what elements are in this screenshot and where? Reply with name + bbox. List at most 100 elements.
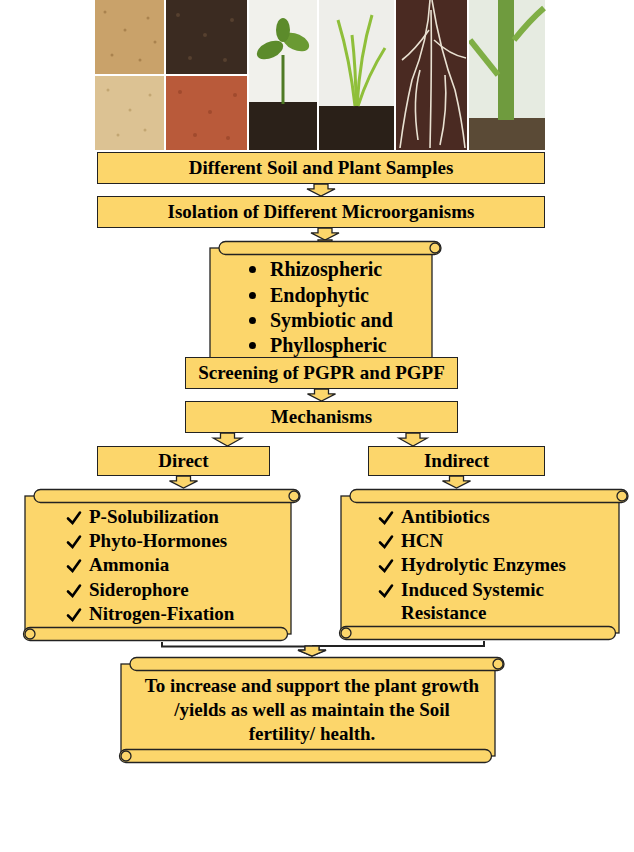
list-text: Symbiotic and (270, 308, 393, 332)
list-item: Nitrogen-Fixation (66, 602, 282, 625)
soil-photo (318, 106, 395, 150)
flow-arrow (298, 641, 484, 656)
list-item: P-Solubilization (66, 505, 282, 528)
check-mark (378, 558, 394, 574)
soil-photo (248, 102, 318, 150)
list-text: Phyllospheric (270, 333, 387, 357)
merge-line (312, 641, 484, 646)
flow-arrow (307, 184, 335, 196)
scroll-content: RhizosphericEndophyticSymbiotic andPhyll… (247, 256, 423, 359)
box-label: Isolation of Different Microorganisms (168, 201, 475, 223)
bullet-dot (249, 342, 256, 349)
check-mark (378, 583, 394, 599)
block-arrow (170, 476, 198, 488)
red-soil-photo (165, 75, 248, 150)
process-box: Different Soil and Plant Samples (97, 152, 545, 184)
light-sand-photo (95, 75, 165, 150)
list-item: Induced Systemic Resistance (378, 578, 590, 624)
box-label: Different Soil and Plant Samples (189, 157, 454, 179)
bullet-dot (249, 266, 256, 273)
list-text: HCN (401, 529, 443, 552)
list-item: Hydrolytic Enzymes (378, 553, 590, 576)
sand-soil-photo (95, 0, 165, 75)
check-mark (378, 534, 394, 550)
list-text: Ammonia (89, 553, 169, 576)
box-label: Mechanisms (271, 406, 372, 428)
photo-dividers (95, 0, 468, 150)
scroll-content: P-SolubilizationPhyto-HormonesAmmoniaSid… (66, 504, 282, 626)
scroll-list: AntibioticsHCNHydrolytic EnzymesInduced … (338, 488, 630, 641)
list-text: Siderophore (89, 578, 189, 601)
list-item: Phyto-Hormones (66, 529, 282, 552)
list-item: Ammonia (66, 553, 282, 576)
list-text: Induced Systemic Resistance (401, 578, 590, 624)
grass-blades (338, 15, 385, 106)
soil-photo (468, 118, 545, 150)
flow-arrow (443, 476, 471, 488)
plant-leaf (276, 18, 290, 42)
box-label: Direct (158, 450, 208, 472)
block-arrow (298, 646, 326, 656)
stalk-photo (468, 0, 545, 150)
flow-arrow (308, 389, 336, 401)
list-item: Symbiotic and (247, 308, 423, 332)
roots-photo (395, 0, 468, 150)
check-mark (66, 607, 82, 623)
soil-texture (107, 89, 152, 137)
plant-stalk (498, 0, 514, 120)
scroll-box: To increase and support the plant growth… (118, 656, 506, 764)
block-arrow (443, 476, 471, 488)
grass-photo (318, 0, 395, 150)
flow-arrow (399, 433, 427, 446)
block-arrow (214, 433, 242, 446)
flow-arrow (170, 476, 198, 488)
plant-leaf (470, 40, 498, 75)
check-mark (378, 510, 394, 526)
conclusion-text: To increase and support the plant growth… (144, 674, 480, 745)
root-strands (400, 0, 466, 148)
process-box: Indirect (368, 446, 545, 476)
plant-stem (282, 55, 285, 104)
check-mark (66, 558, 82, 574)
seedling-photo (248, 0, 318, 150)
check-mark (66, 534, 82, 550)
flow-arrow (311, 228, 339, 240)
block-arrow (311, 228, 339, 240)
process-box: Mechanisms (185, 401, 458, 433)
scroll-list: P-SolubilizationPhyto-HormonesAmmoniaSid… (22, 488, 302, 642)
soil-texture (176, 13, 234, 62)
check-mark (66, 583, 82, 599)
check-mark (66, 510, 82, 526)
list-item: Phyllospheric (247, 333, 423, 357)
sample-photos (0, 0, 634, 152)
list-item: HCN (378, 529, 590, 552)
soil-texture (178, 90, 237, 140)
scroll-content: To increase and support the plant growth… (144, 674, 480, 745)
flow-arrow (214, 433, 242, 446)
list-item: Rhizospheric (247, 257, 423, 281)
list-text: Hydrolytic Enzymes (401, 553, 566, 576)
list-item: Antibiotics (378, 505, 590, 528)
dark-soil-photo (165, 0, 248, 75)
list-text: P-Solubilization (89, 505, 219, 528)
soil-texture (104, 11, 157, 62)
plant-leaf (514, 8, 544, 40)
block-arrow (298, 647, 326, 656)
list-text: Rhizospheric (270, 257, 382, 281)
bullet-dot (249, 292, 256, 299)
box-label: Screening of PGPR and PGPF (198, 362, 445, 384)
list-text: Phyto-Hormones (89, 529, 227, 552)
scroll-list: RhizosphericEndophyticSymbiotic andPhyll… (207, 240, 443, 375)
list-item: Siderophore (66, 578, 282, 601)
flow-arrow (162, 642, 326, 656)
block-arrow (399, 433, 427, 446)
block-arrow (307, 184, 335, 196)
merge-line (162, 642, 312, 647)
bullet-dot (249, 317, 256, 324)
block-arrow (308, 389, 336, 401)
process-box: Isolation of Different Microorganisms (97, 196, 545, 228)
process-box: Screening of PGPR and PGPF (185, 357, 458, 389)
process-box: Direct (97, 446, 270, 476)
list-item: Endophytic (247, 283, 423, 307)
